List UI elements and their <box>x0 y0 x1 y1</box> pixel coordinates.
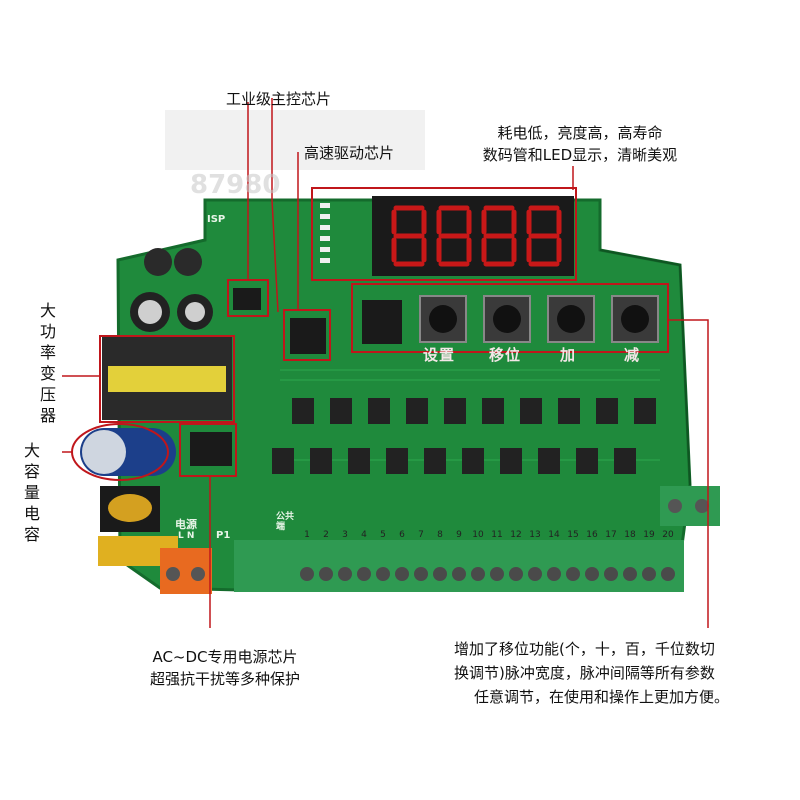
terminal-number: 5 <box>380 530 386 540</box>
label-shift-feature-2: 换调节)脉冲宽度，脉冲间隔等所有参数 <box>454 664 715 682</box>
label-power-chip-2: 超强抗干扰等多种保护 <box>149 670 300 688</box>
terminal-number: 11 <box>491 530 503 540</box>
terminal-number: 15 <box>567 530 579 540</box>
terminal-screw <box>661 567 675 581</box>
button-label-add: 加 <box>560 346 577 364</box>
terminal-number: 19 <box>643 530 655 540</box>
label-power-chip-1: AC~DC专用电源芯片 <box>152 648 298 666</box>
terminal-number: 16 <box>586 530 598 540</box>
terminal-screw <box>452 567 466 581</box>
terminal-number: 10 <box>472 530 484 540</box>
terminal-number: 8 <box>437 530 443 540</box>
terminal-screw <box>623 567 637 581</box>
terminal-number: 2 <box>323 530 329 540</box>
terminal-number: 14 <box>548 530 560 540</box>
terminal-number: 18 <box>624 530 636 540</box>
terminal-screw <box>471 567 485 581</box>
terminal-screw <box>357 567 371 581</box>
terminal-number: 17 <box>605 530 617 540</box>
terminal-screw <box>300 567 314 581</box>
terminal-screw <box>547 567 561 581</box>
terminal-screw <box>528 567 542 581</box>
terminal-screw <box>433 567 447 581</box>
terminal-screw <box>509 567 523 581</box>
terminal-screw <box>642 567 656 581</box>
terminal-number: 7 <box>418 530 424 540</box>
terminal-screw <box>376 567 390 581</box>
power-label: 电源 <box>175 518 197 531</box>
terminal-screw <box>566 567 580 581</box>
terminal-number: 20 <box>662 530 674 540</box>
button-label-set: 设置 <box>423 346 456 364</box>
button-label-sub: 减 <box>624 346 641 364</box>
terminal-number: 3 <box>342 530 348 540</box>
terminal-number: 12 <box>510 530 522 540</box>
label-shift-feature-3: 任意调节，在使用和操作上更加方便。 <box>474 688 730 706</box>
terminal-screw <box>490 567 504 581</box>
terminal-number: 1 <box>304 530 310 540</box>
label-display-feature-1: 耗电低，亮度高，高寿命 <box>497 124 663 142</box>
terminal-number: 13 <box>529 530 541 540</box>
terminal-number: 6 <box>399 530 405 540</box>
isp-label: ISP <box>207 214 226 225</box>
button-label-shift: 移位 <box>489 346 522 364</box>
terminal-screw <box>604 567 618 581</box>
terminal-screw <box>319 567 333 581</box>
label-driver-chip: 高速驱动芯片 <box>304 144 395 162</box>
terminal-screw <box>585 567 599 581</box>
terminal-screw <box>395 567 409 581</box>
terminal-screw <box>338 567 352 581</box>
common-terminal-label: 公共端 <box>276 512 295 532</box>
p1-label: P1 <box>216 530 231 541</box>
label-display-feature-2: 数码管和LED显示，清晰美观 <box>482 146 678 164</box>
power-pins-label: L N <box>178 531 195 541</box>
terminal-screw <box>414 567 428 581</box>
terminal-number: 9 <box>456 530 462 540</box>
terminal-number: 4 <box>361 530 367 540</box>
watermark: 87980 <box>190 170 281 200</box>
label-industrial-chip: 工业级主控芯片 <box>226 90 332 108</box>
label-shift-feature-1: 增加了移位功能(个，十，百，千位数切 <box>454 640 715 658</box>
